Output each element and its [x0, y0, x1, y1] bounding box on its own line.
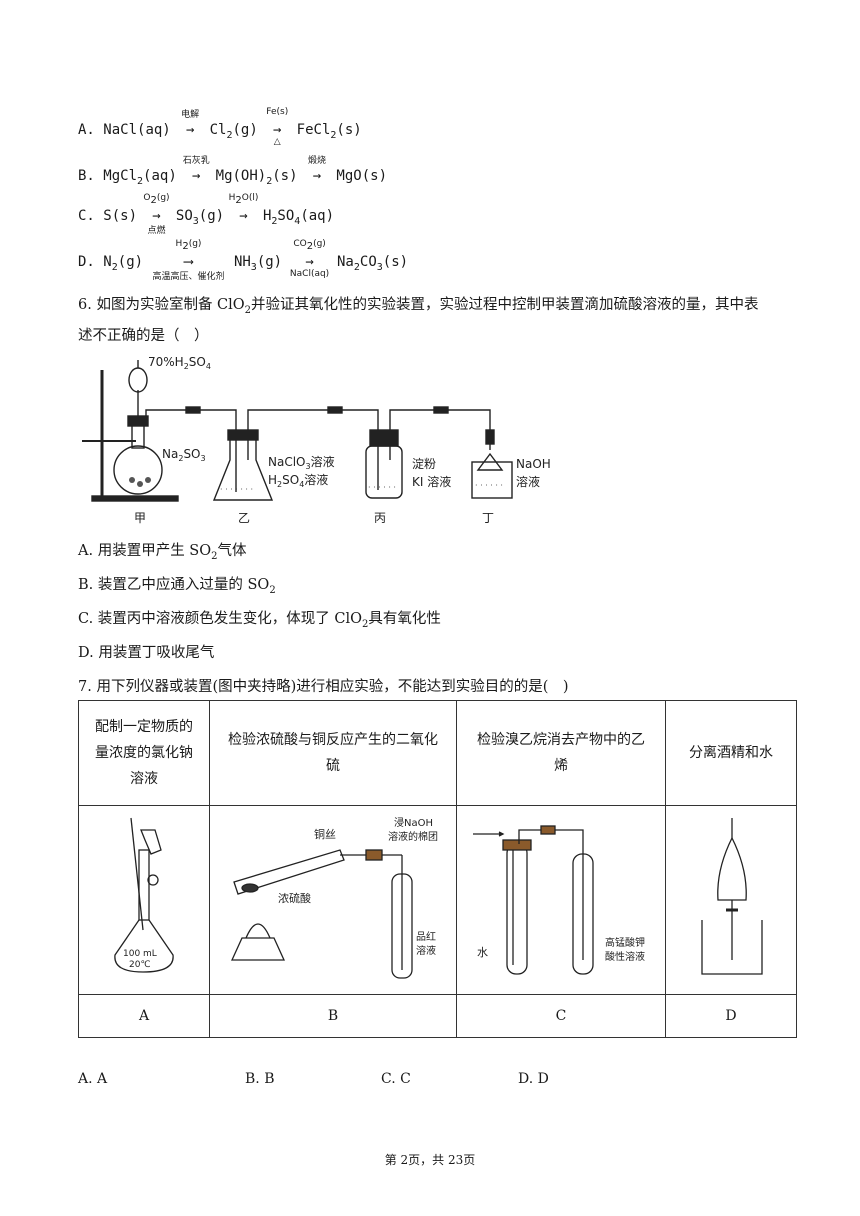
option-6b: B. 装置乙中应通入过量的 SO2 — [78, 577, 276, 596]
svg-text:NaClO3溶液: NaClO3溶液 — [268, 454, 335, 471]
option-5c: C. S(s) →O2(g)点燃 SO3(g) →H2O(l) H2SO4(aq… — [78, 193, 335, 236]
reaction-arrow: →Fe(s)△ — [266, 107, 289, 147]
svg-text:溶液: 溶液 — [416, 944, 436, 957]
label-d: D — [665, 994, 797, 1038]
option-6c: C. 装置丙中溶液颜色发生变化，体现了 ClO2具有氧化性 — [78, 611, 441, 630]
answer-a: A. A — [78, 1071, 108, 1087]
svg-text:淀粉: 淀粉 — [412, 457, 436, 471]
option-6a: A. 用装置甲产生 SO2气体 — [78, 543, 247, 562]
reaction-arrow: →H2O(l) — [228, 193, 259, 224]
answer-d: D. D — [518, 1071, 549, 1087]
header-cell-c: 检验溴乙烷消去产物中的乙烯 — [456, 700, 666, 806]
svg-text:高锰酸钾: 高锰酸钾 — [605, 936, 645, 949]
header-cell-b: 检验浓硫酸与铜反应产生的二氧化硫 — [209, 700, 457, 806]
reaction-arrow: ⟶H2(g)高温高压、催化剂 — [152, 239, 225, 282]
apparatus-figure-q6: · · · · · · · · · · · · · · · · · · · 70… — [82, 355, 551, 525]
reaction-arrow: →煅烧 — [307, 156, 326, 184]
figure-b-copper-acid: 铜丝 浸NaOH 溶液的棉团 浓硫酸 品红 溶液 — [209, 805, 457, 995]
answer-c: C. C — [381, 1071, 411, 1087]
header-cell-d: 分离酒精和水 — [665, 700, 797, 806]
svg-text:酸性溶液: 酸性溶液 — [605, 950, 645, 963]
option-5a: A. NaCl(aq) →电解 Cl2(g) →Fe(s)△ FeCl2(s) — [78, 107, 362, 147]
svg-text:· · · · · ·: · · · · · · — [368, 483, 396, 492]
question-6-stem: 6. 如图为实验室制备 ClO2并验证其氧化性的实验装置，实验过程中控制甲装置滴… — [78, 297, 759, 316]
reaction-arrow: →CO2(g)NaCl(aq) — [289, 239, 330, 279]
option-5d: D. N2(g) ⟶H2(g)高温高压、催化剂 NH3(g) →CO2(g)Na… — [78, 239, 409, 282]
svg-text:H2SO4溶液: H2SO4溶液 — [268, 472, 328, 489]
svg-text:NaOH: NaOH — [516, 457, 551, 471]
svg-text:浸NaOH: 浸NaOH — [394, 817, 433, 829]
answer-b: B. B — [245, 1071, 275, 1087]
svg-text:KI 溶液: KI 溶液 — [412, 474, 451, 489]
svg-text:乙: 乙 — [238, 511, 250, 525]
figure-a-volumetric-flask: 100 mL 20℃ — [78, 805, 210, 995]
svg-text:· · · · · ·: · · · · · · — [475, 481, 503, 490]
label-a: A — [78, 994, 210, 1038]
option-5b: B. MgCl2(aq) →石灰乳 Mg(OH)2(s) →煅烧 MgO(s) — [78, 156, 388, 187]
table-label-row: A B C D — [78, 994, 797, 1038]
svg-text:丁: 丁 — [482, 511, 494, 525]
option-6d: D. 用装置丁吸收尾气 — [78, 645, 215, 661]
svg-text:· · · · · · ·: · · · · · · · — [220, 485, 253, 494]
svg-text:水: 水 — [477, 946, 488, 959]
label-b: B — [209, 994, 457, 1038]
label-c: C — [456, 994, 666, 1038]
figure-c-ethylene-test: 水 高锰酸钾 酸性溶液 — [456, 805, 666, 995]
table-header-row: 配制一定物质的量浓度的氯化钠溶液 检验浓硫酸与铜反应产生的二氧化硫 检验溴乙烷消… — [78, 700, 797, 806]
svg-text:溶液: 溶液 — [516, 474, 540, 489]
page-footer: 第 2页，共 23页 — [384, 1153, 476, 1167]
svg-text:铜丝: 铜丝 — [314, 827, 336, 841]
svg-text:浓硫酸: 浓硫酸 — [278, 891, 311, 905]
reaction-arrow: →电解 — [181, 110, 200, 138]
svg-text:品红: 品红 — [416, 930, 436, 943]
svg-text:100 mL: 100 mL — [123, 949, 157, 959]
svg-text:70%H2SO4: 70%H2SO4 — [148, 355, 211, 371]
reaction-arrow: →O2(g)点燃 — [143, 193, 170, 236]
question-7-stem: 7. 用下列仪器或装置(图中夹持略)进行相应实验，不能达到实验目的的是( ) — [78, 679, 569, 695]
reaction-arrow: →石灰乳 — [182, 156, 210, 184]
figure-d-separatory-funnel — [665, 805, 797, 995]
svg-text:丙: 丙 — [374, 511, 386, 525]
svg-text:Na2SO3: Na2SO3 — [162, 447, 206, 463]
svg-text:溶液的棉团: 溶液的棉团 — [388, 830, 438, 843]
svg-text:甲: 甲 — [134, 511, 146, 525]
option-label: A. — [78, 122, 95, 138]
svg-text:20℃: 20℃ — [129, 960, 151, 970]
header-cell-a: 配制一定物质的量浓度的氯化钠溶液 — [78, 700, 210, 806]
experiment-table: 配制一定物质的量浓度的氯化钠溶液 检验浓硫酸与铜反应产生的二氧化硫 检验溴乙烷消… — [78, 700, 797, 1038]
question-6-stem-cont: 述不正确的是（ ） — [78, 328, 209, 344]
table-figure-row: 100 mL 20℃ 铜丝 浸NaOH 溶液的棉团 浓硫酸 — [78, 805, 797, 995]
